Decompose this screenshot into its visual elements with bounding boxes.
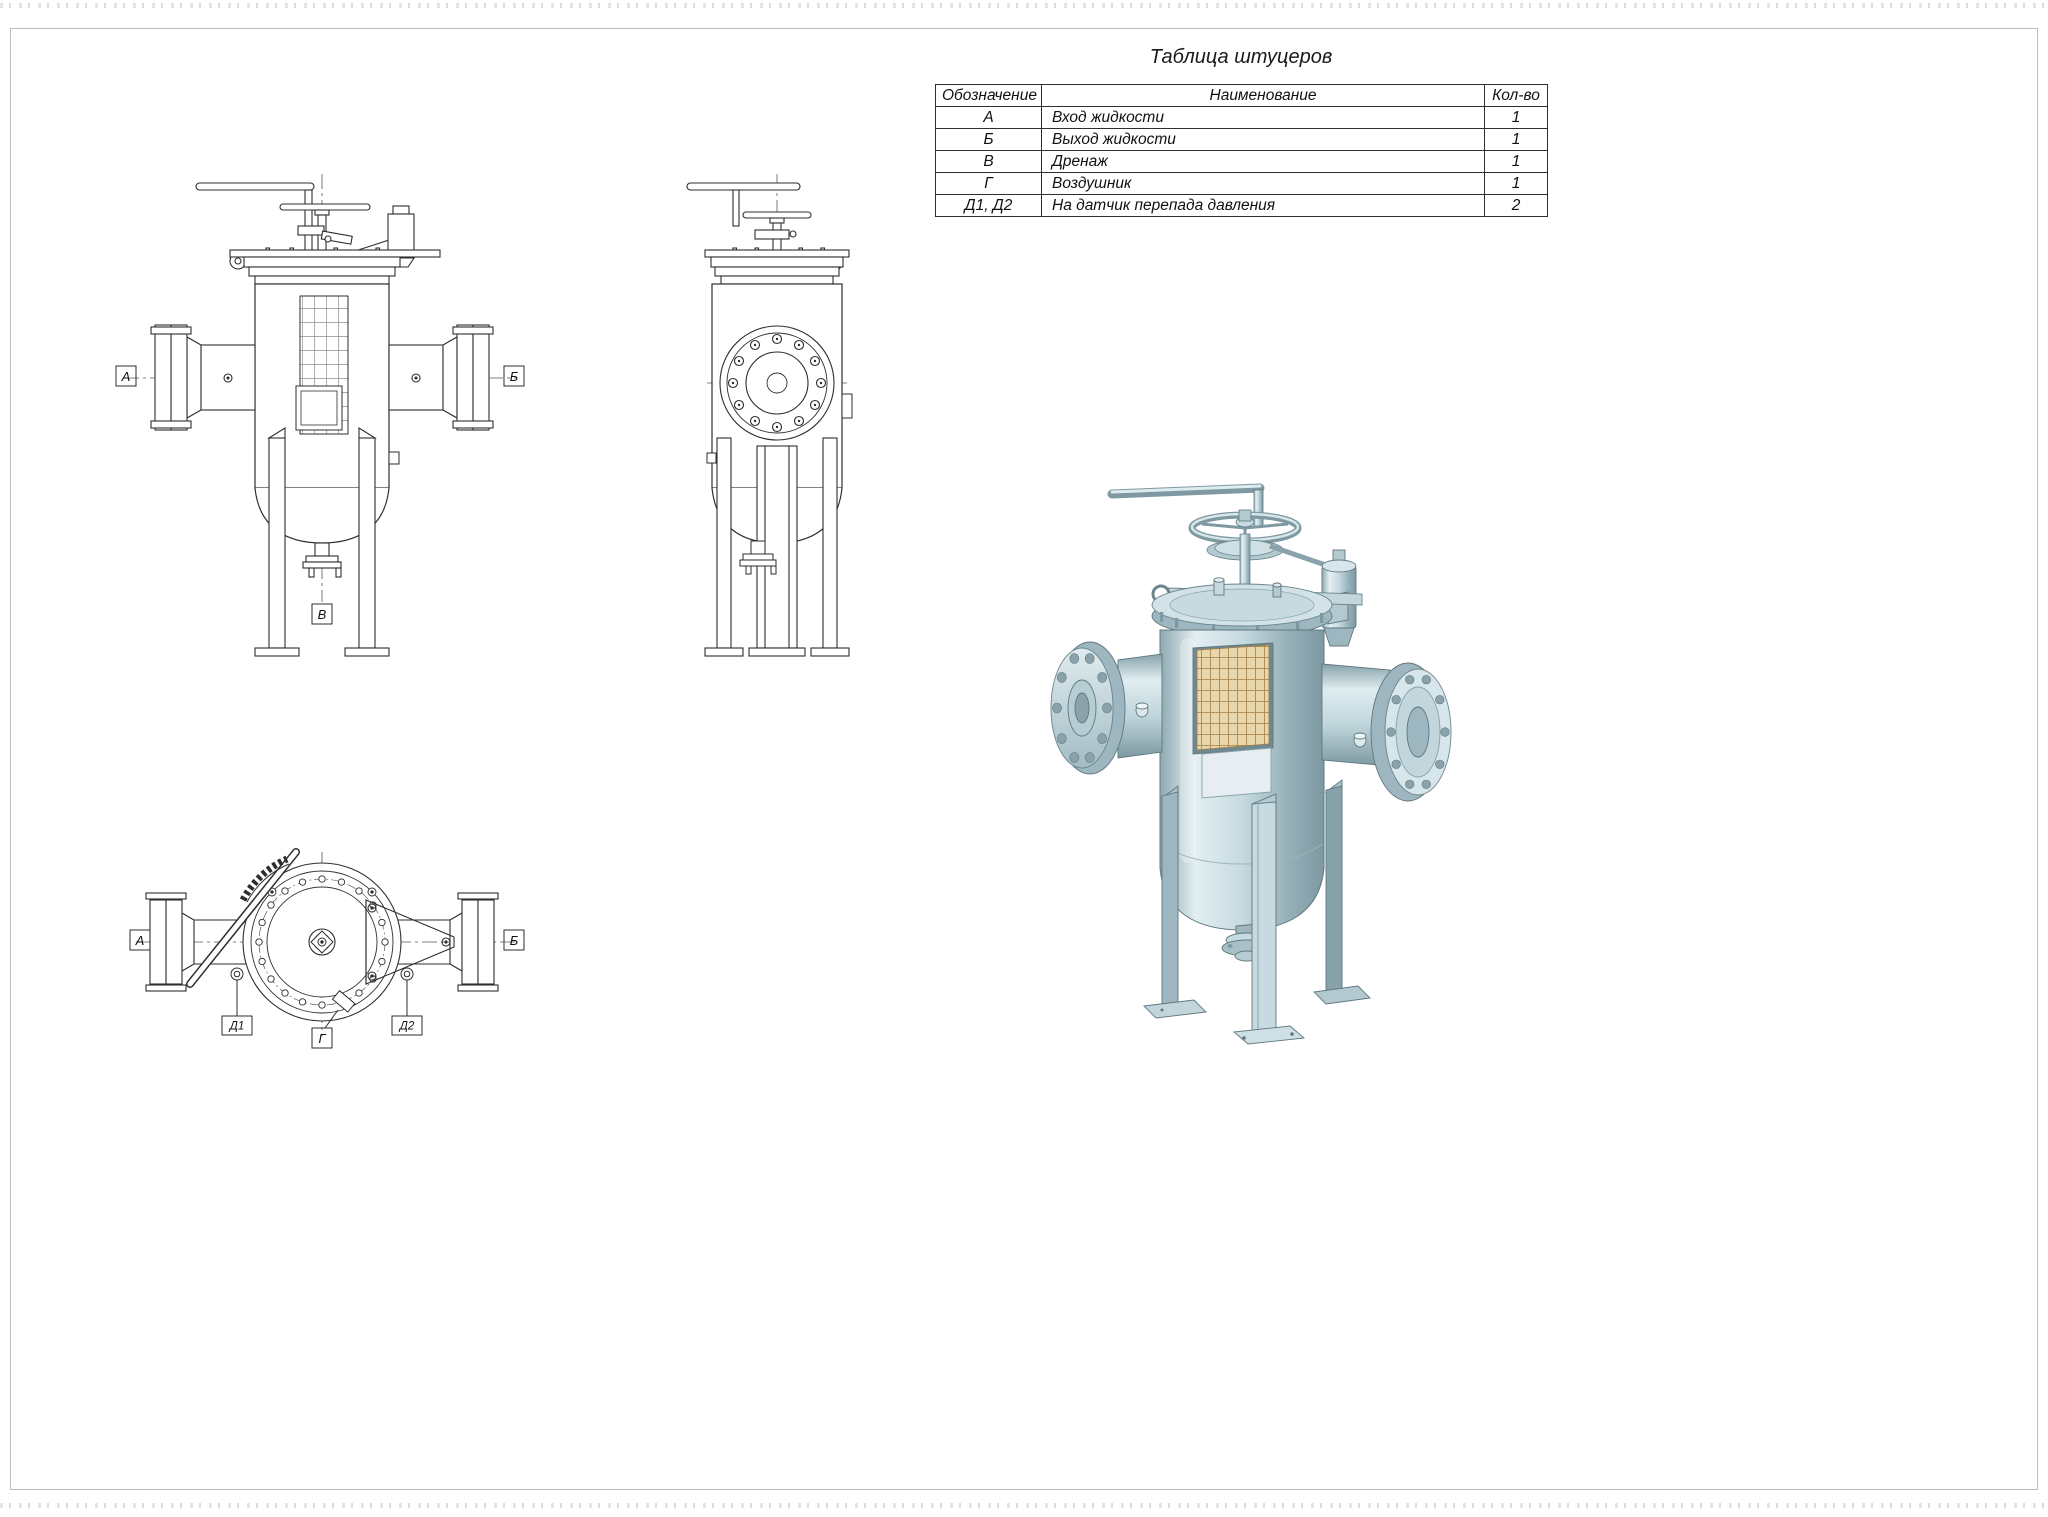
label-a-front: А (115, 365, 137, 387)
cell-qty: 2 (1484, 194, 1548, 217)
label-a-top: А (129, 929, 151, 951)
sensor-fitting-d1 (230, 967, 244, 1016)
outlet-nozzle-b (1321, 662, 1452, 802)
label-b-text: Б (510, 933, 519, 948)
vent-fitting-g (324, 990, 356, 1029)
label-d1-text: Д1 (228, 1021, 245, 1033)
label-g: Г (311, 1027, 333, 1049)
cell-qty: 1 (1484, 106, 1548, 129)
label-b-front: Б (503, 365, 525, 387)
side-view-drawing (686, 174, 853, 657)
table-row: Д1, Д2 На датчик перепада давления 2 (935, 194, 1548, 217)
top-view: А Б Д1 Г Д2 (120, 838, 535, 1063)
cell-designation: Д1, Д2 (935, 194, 1042, 217)
outlet-nozzle-b (392, 892, 499, 992)
label-d2: Д2 (391, 1015, 423, 1036)
cell-designation: А (935, 106, 1042, 129)
handle-bar-diagonal (186, 848, 300, 988)
cell-qty: 1 (1484, 172, 1548, 195)
cell-name: Вход жидкости (1041, 106, 1485, 129)
label-v-front: В (311, 603, 333, 625)
top-view-drawing: А Б Д1 Г Д2 (129, 848, 525, 1049)
col-header-name: Наименование (1041, 84, 1485, 107)
iso-view-drawing (1050, 483, 1452, 1045)
sheet-frame (10, 28, 2038, 1490)
label-a-text: А (121, 369, 131, 384)
sensor-fitting-d2 (400, 967, 414, 1016)
inlet-nozzle-a (1050, 641, 1163, 775)
hub (310, 930, 334, 954)
table-row: Б Выход жидкости 1 (935, 128, 1548, 151)
drain-nozzle (739, 540, 777, 575)
label-d2-text: Д2 (398, 1021, 415, 1033)
col-header-designation: Обозначение (935, 84, 1042, 107)
side-boss (388, 451, 400, 465)
bolt-circle (255, 875, 389, 1009)
drain-nozzle-v (302, 542, 342, 578)
table-row: В Дренаж 1 (935, 150, 1548, 173)
junction-box (706, 393, 853, 464)
nozzle-table-block: Таблица штуцеров Обозначение Наименовани… (935, 46, 1548, 217)
cover-assembly (704, 247, 850, 285)
iso-view (1030, 448, 1475, 1073)
cell-name: Воздушник (1041, 172, 1485, 195)
gear-housing (1206, 533, 1341, 593)
nozzle-table: Обозначение Наименование Кол-во А Вход ж… (935, 84, 1548, 217)
nozzle-table-title: Таблица штуцеров (1149, 46, 1333, 68)
front-view: А Б В (110, 168, 530, 673)
cell-designation: Б (935, 128, 1042, 151)
cell-designation: В (935, 150, 1042, 173)
cell-qty: 1 (1484, 150, 1548, 173)
cell-qty: 1 (1484, 128, 1548, 151)
inlet-nozzle-a (145, 892, 250, 992)
scan-artifact-top (0, 3, 2048, 8)
label-b-text: Б (510, 369, 519, 384)
cover-assembly (1151, 577, 1363, 638)
col-header-qty: Кол-во (1484, 84, 1548, 107)
support-legs (1143, 779, 1371, 1045)
label-d1: Д1 (221, 1015, 253, 1036)
table-row: А Вход жидкости 1 (935, 106, 1548, 129)
outlet-nozzle-b (388, 324, 494, 431)
front-flange-face (719, 325, 835, 441)
side-view (655, 168, 890, 673)
cell-name: Выход жидкости (1041, 128, 1485, 151)
handwheel-assembly (686, 182, 812, 258)
support-legs (704, 437, 850, 657)
table-header-row: Обозначение Наименование Кол-во (935, 84, 1548, 107)
basket-cutout (1192, 642, 1274, 799)
cell-designation: Г (935, 172, 1042, 195)
cell-name: На датчик перепада давления (1041, 194, 1485, 217)
label-v-text: В (318, 607, 327, 622)
scan-artifact-bottom (0, 1503, 2048, 1508)
front-view-drawing: А Б В (115, 174, 525, 657)
handwheel-assembly (195, 182, 371, 258)
label-g-text: Г (318, 1031, 326, 1046)
filter-basket (295, 295, 349, 435)
cell-name: Дренаж (1041, 150, 1485, 173)
label-a-text: А (135, 933, 145, 948)
support-legs (254, 427, 390, 657)
t-handle (1107, 483, 1265, 527)
bracket-triangle (365, 899, 455, 985)
inlet-nozzle-a (150, 324, 256, 431)
ratchet-sector (239, 855, 290, 903)
table-row: Г Воздушник 1 (935, 172, 1548, 195)
label-b-top: Б (503, 929, 525, 951)
